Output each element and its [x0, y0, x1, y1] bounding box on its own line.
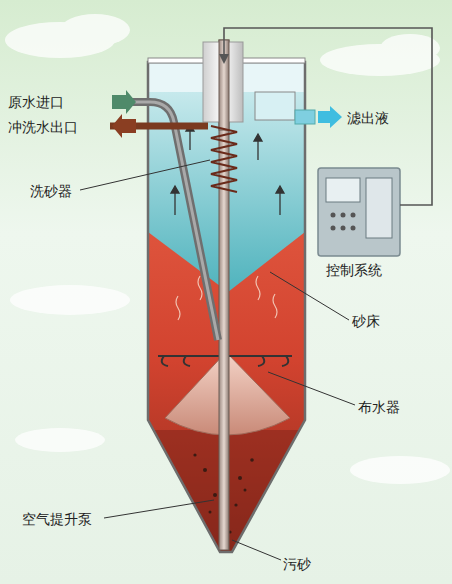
sand-washer: [211, 126, 237, 192]
control-line: [224, 28, 432, 205]
part-label: 原水进口: [8, 94, 64, 110]
leader-line: [80, 160, 355, 560]
part-label: 洗砂器: [30, 183, 72, 199]
part-label: 控制系统: [326, 262, 382, 278]
filtrate-arrow: [318, 106, 342, 128]
inlet-arrow: [112, 90, 136, 114]
part-label: 滤出液: [347, 110, 389, 126]
outlet-arrow: [112, 114, 136, 138]
control-cabinet: [318, 168, 400, 256]
part-label: 污砂: [283, 556, 311, 572]
part-label: 布水器: [358, 399, 400, 415]
part-label: 冲洗水出口: [8, 119, 78, 135]
part-label: 砂床: [352, 313, 380, 329]
part-label: 空气提升泵: [22, 511, 92, 527]
